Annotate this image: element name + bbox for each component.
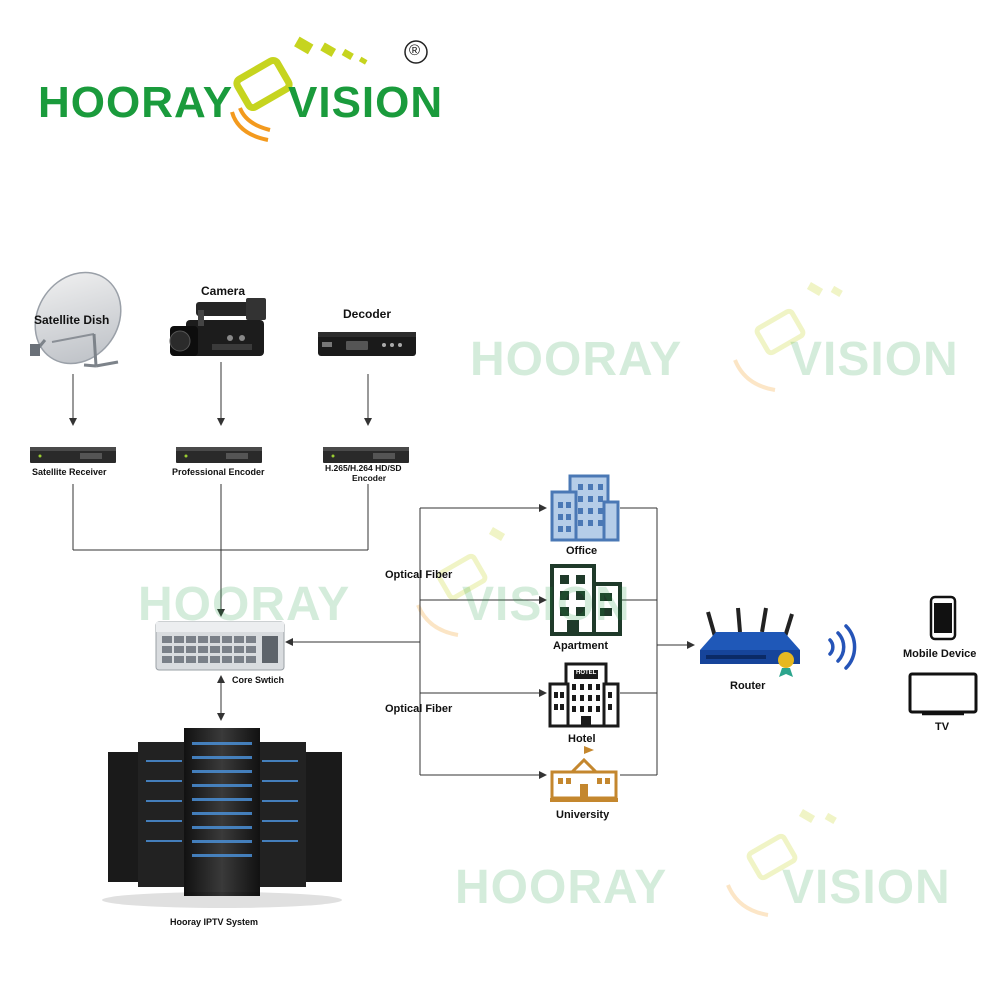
mobile-device-label: Mobile Device [903, 648, 976, 660]
office-building-icon [552, 476, 618, 540]
watermark-text-left: HOORAY [455, 860, 667, 915]
watermark-text-right: VISION [790, 332, 959, 387]
professional-encoder-unit-icon [176, 447, 262, 463]
hd-encoder-unit-icon [323, 447, 409, 463]
router-icon [700, 608, 800, 677]
university-building-icon [550, 746, 618, 802]
logo-text-left: HOORAY [38, 78, 233, 128]
mobile-device-icon [931, 597, 955, 639]
decoder-label: Decoder [343, 307, 391, 321]
hd-encoder-label-line2: Encoder [352, 473, 386, 483]
satellite-receiver-unit-icon [30, 447, 116, 463]
university-label: University [556, 809, 609, 821]
registered-mark: ® [409, 42, 420, 59]
hd-encoder-label-line1: H.265/H.264 HD/SD [325, 463, 402, 473]
satellite-dish-label: Satellite Dish [34, 313, 109, 327]
watermark-text-left: HOORAY [470, 332, 682, 387]
tv-icon [910, 674, 976, 714]
optical-fiber-label: Optical Fiber [385, 703, 452, 715]
iptv-server-racks-icon [102, 728, 342, 908]
camera-icon [170, 298, 266, 356]
iptv-system-label: Hooray IPTV System [170, 917, 258, 927]
camera-label: Camera [201, 284, 245, 298]
decoder-icon [318, 332, 416, 356]
watermark-text-right: VISION [462, 577, 631, 632]
optical-fiber-label: Optical Fiber [385, 569, 452, 581]
router-label: Router [730, 680, 765, 692]
wifi-signal-icon [830, 626, 855, 668]
watermark-text-left: HOORAY [138, 577, 350, 632]
watermark-text-right: VISION [782, 860, 951, 915]
satellite-receiver-label: Satellite Receiver [32, 467, 107, 477]
office-label: Office [566, 545, 597, 557]
hotel-sign: HOTEL [576, 670, 596, 676]
professional-encoder-label: Professional Encoder [172, 467, 265, 477]
core-switch-label: Core Swtich [232, 675, 284, 685]
logo-text-right: VISION [288, 78, 443, 128]
hotel-label: Hotel [568, 733, 596, 745]
tv-label: TV [935, 721, 949, 733]
apartment-label: Apartment [553, 640, 608, 652]
